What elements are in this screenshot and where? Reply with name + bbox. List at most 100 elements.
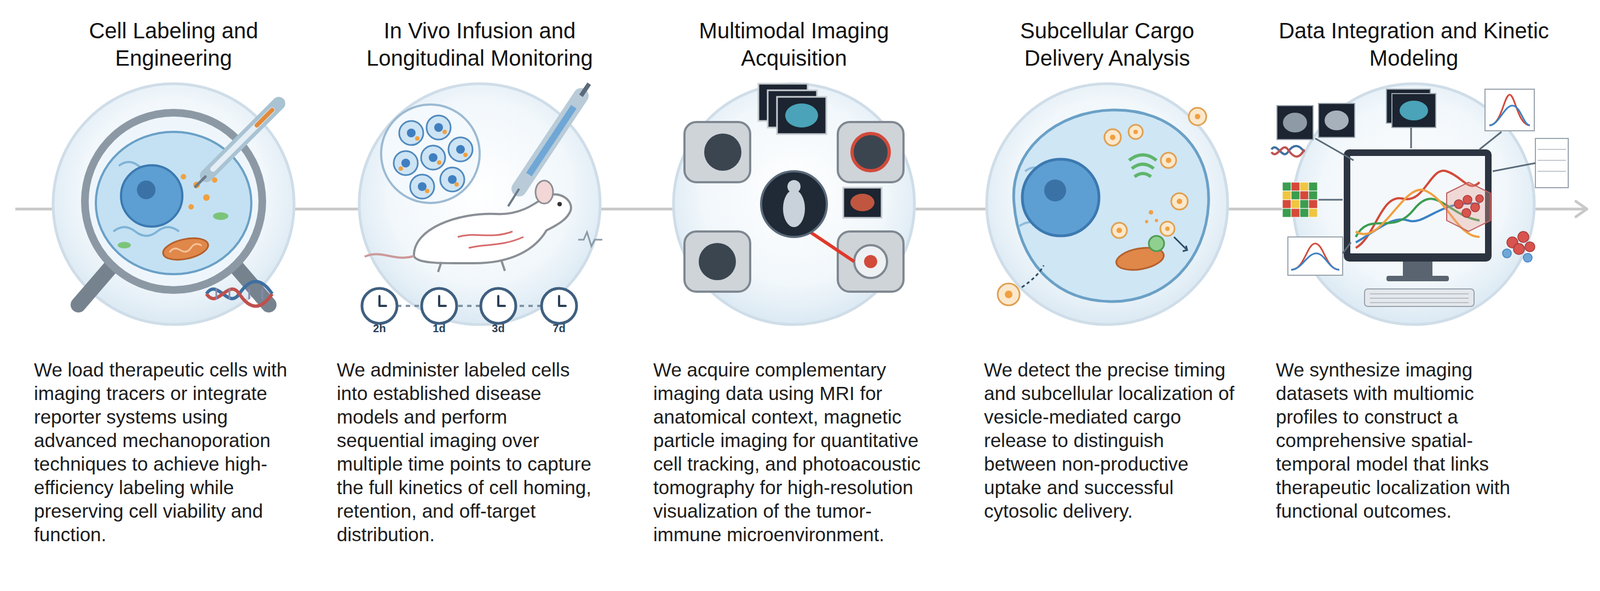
time-point-label: 1d [432,322,446,336]
illustration-part [1291,253,1340,270]
cell-labeling-illustration [42,72,305,336]
illustration-part [78,265,113,305]
illustration-part [684,231,751,292]
lead-out-line [1534,208,1586,211]
illustration-part [843,187,882,218]
step-description: We synthesize imaging datasets with mult… [1275,358,1528,523]
illustration-part [559,296,566,307]
cargo-delivery-illustration [975,72,1239,336]
illustration-part [1399,100,1429,121]
illustration-part [1276,105,1314,140]
illustration-part [1535,138,1569,188]
illustration-part [1282,199,1292,209]
illustration-part [1386,275,1449,282]
illustration-part [852,133,890,171]
illustration-part [498,296,505,307]
illustration-part [457,231,524,249]
illustration-part [428,153,438,163]
illustration-part [456,145,465,154]
illustration-part [206,103,279,176]
illustration-part [1044,179,1067,202]
illustration-part [1282,182,1318,218]
illustration-part [785,103,819,128]
step-heading: Subcellular Cargo Delivery Analysis [986,16,1228,72]
illustration-part [1492,163,1536,172]
illustration-part [401,123,465,192]
illustration-part [684,122,904,292]
illustration-part [447,175,457,184]
time-point-label: 2h [372,322,386,336]
illustration-part [1128,124,1143,140]
illustration-part [1506,231,1535,255]
illustration-part [1523,253,1533,263]
illustration-part [113,227,180,237]
illustration-part [1454,194,1484,218]
illustration-part [1022,159,1099,237]
illustration-part [228,288,231,300]
illustration-part [1013,110,1209,302]
illustration-part [454,182,459,187]
illustration-part [1315,138,1354,161]
illustration-part [1133,129,1138,135]
illustration-part [406,128,416,138]
illustration-part [398,129,468,194]
illustration-part [1524,242,1535,252]
illustration-part [361,288,397,324]
panel-circle [1293,83,1535,325]
illustration-part [837,122,904,183]
illustration-part [1148,236,1165,252]
illustration-part [417,182,427,192]
imaging-illustration [662,72,926,336]
illustration-part [213,212,229,221]
illustration-part [379,304,560,308]
illustration-part [1111,222,1127,239]
illustration-part [188,204,194,210]
illustration-part [438,261,505,273]
illustration-part [1489,94,1530,126]
illustration-part [864,255,878,269]
illustration-part [1282,191,1292,200]
panel-circle [53,83,295,325]
illustration-part [1364,289,1475,307]
illustration-part [1021,265,1044,288]
illustration-part [809,231,855,262]
illustration-part [1291,199,1300,209]
illustration-part [415,136,420,141]
illustration-part [169,243,203,256]
illustration-part [1454,199,1464,209]
illustration-part [215,288,218,300]
illustration-part [1370,294,1469,303]
illustration-part [1308,208,1318,218]
illustration-part [436,160,442,165]
panel-circle [673,83,915,325]
illustration-part [1299,182,1309,192]
illustration-part [1109,134,1116,141]
illustration-part [1308,191,1318,200]
illustration-part [1446,182,1491,232]
illustration-part [1479,131,1502,150]
illustration-part [1513,243,1525,255]
illustration-part [1182,245,1188,252]
illustration-part [1475,194,1484,203]
illustration-part [1160,152,1177,169]
step-description: We detect the precise timing and subcell… [983,358,1242,523]
illustration-part [121,165,183,227]
illustration-part [1299,208,1309,218]
illustration-part [463,152,468,158]
flow-arrow-head [1575,201,1587,217]
illustration-part [535,180,554,204]
illustration-part [393,115,473,199]
illustration-part [195,176,206,187]
illustration-part [1287,237,1343,276]
flow-connector [294,208,360,211]
illustration-part [1446,182,1491,232]
illustration-part [1318,103,1355,138]
illustration-part [1402,261,1433,276]
illustration-part [684,122,751,183]
illustration-part [787,180,801,194]
illustration-part [1173,237,1187,250]
step-heading: In Vivo Infusion and Longitudinal Monito… [337,16,623,72]
illustration-part [1485,89,1535,131]
illustration-part [850,193,875,212]
